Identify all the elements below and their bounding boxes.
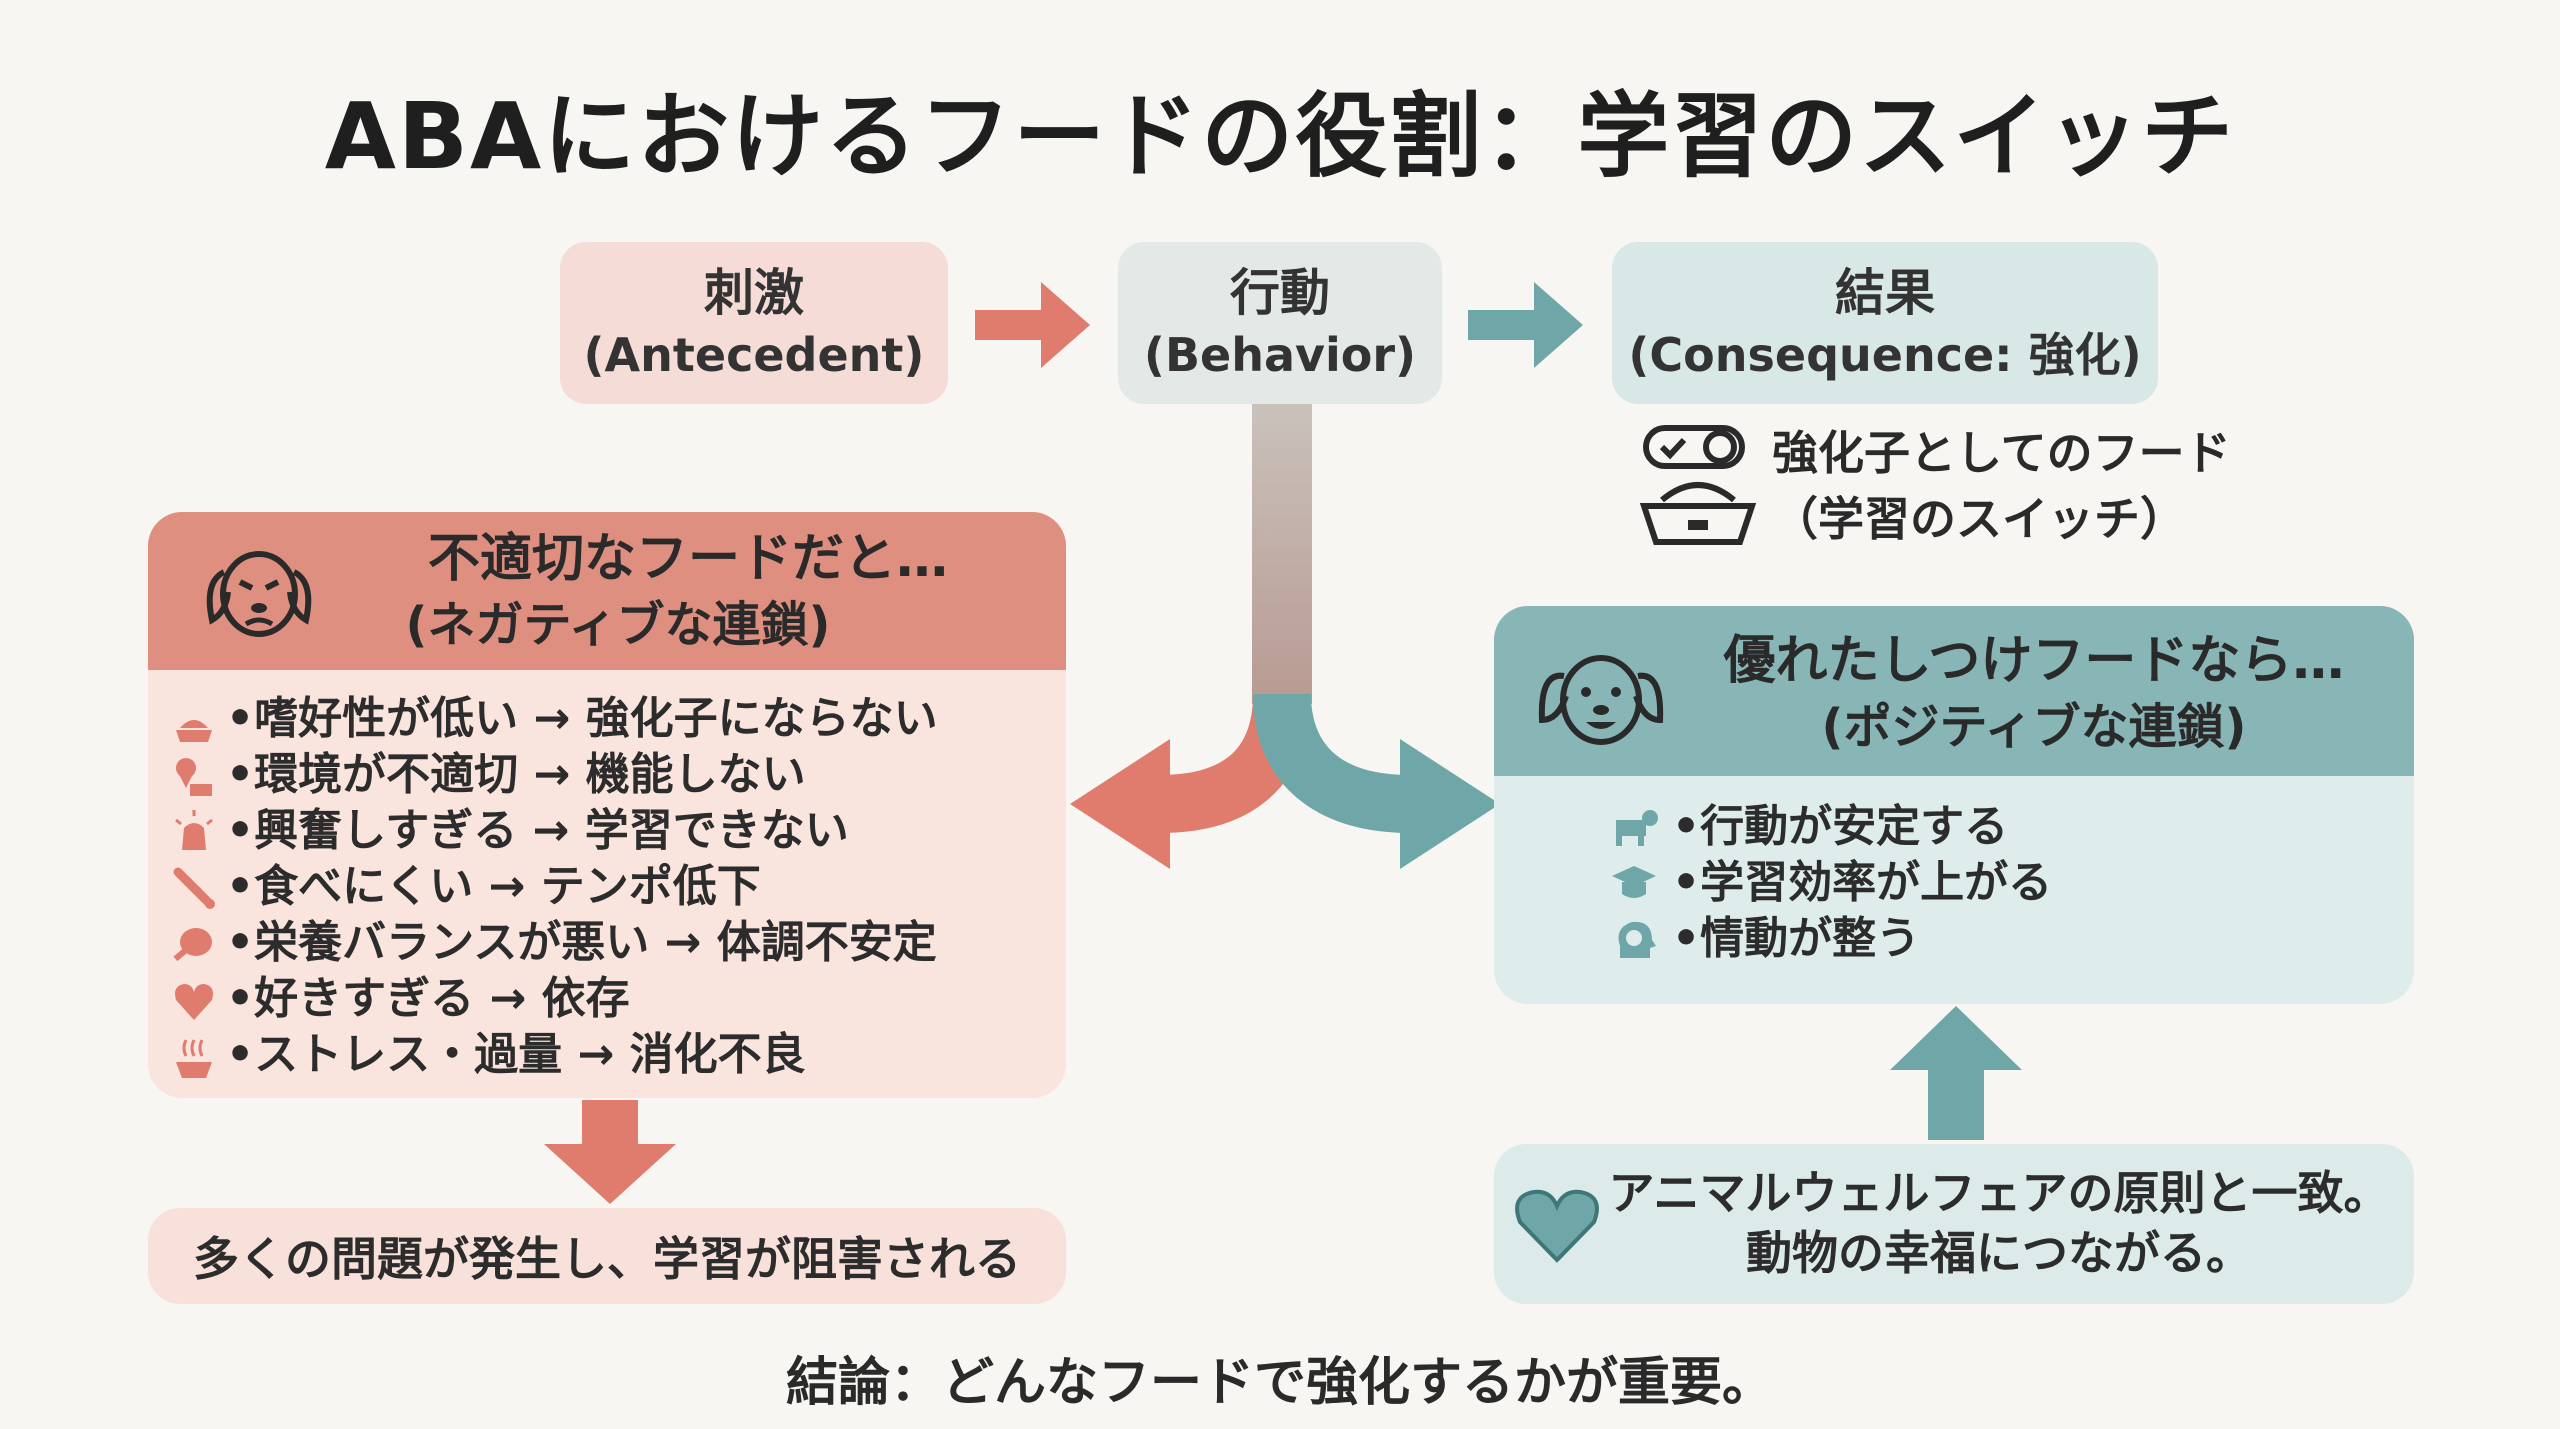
positive-result: アニマルウェルフェアの原則と一致。 動物の幸福につながる。 bbox=[1494, 1144, 2414, 1304]
negative-chain-header: 不適切なフードだと… (ネガティブな連鎖) bbox=[148, 512, 1066, 670]
heart-icon bbox=[175, 984, 213, 1020]
angry-dog-icon bbox=[206, 551, 312, 637]
negative-icons bbox=[173, 720, 215, 1078]
positive-heading: 優れたしつけフードなら… bbox=[1723, 631, 2345, 691]
behavior-box: 行動 (Behavior) bbox=[1118, 242, 1442, 404]
branch-arrow bbox=[1070, 404, 1500, 869]
negative-chain-panel: 不適切なフードだと… (ネガティブな連鎖) •嗜好性が低い → 強化子にならない… bbox=[148, 512, 1066, 1098]
brain-head-icon bbox=[1618, 921, 1656, 958]
positive-item-1: •行動が安定する bbox=[1672, 801, 2009, 852]
negative-item-2: •環境が不適切 → 機能しない bbox=[226, 749, 806, 800]
alarm-light-icon bbox=[175, 810, 213, 850]
positive-subheading: (ポジティブな連鎖) bbox=[1821, 699, 2247, 755]
heart-icon bbox=[1515, 1189, 1599, 1263]
negative-item-5: •栄養バランスが悪い → 体調不安定 bbox=[226, 917, 937, 968]
arrow-up-positive bbox=[1890, 1006, 2022, 1140]
page-title: ABAにおけるフードの役割：学習のスイッチ bbox=[324, 83, 2236, 190]
positive-result-line1: アニマルウェルフェアの原則と一致。 bbox=[1608, 1166, 2390, 1220]
reinforcer-sublabel: （学習のスイッチ） bbox=[1772, 492, 2186, 546]
positive-chain-panel: 優れたしつけフードなら… (ポジティブな連鎖) •行動が安定する •学習効率が上… bbox=[1494, 606, 2414, 1004]
reinforcer-text: 強化子としてのフード （学習のスイッチ） bbox=[1772, 420, 2231, 552]
antecedent-label: 刺激 bbox=[704, 264, 804, 322]
graduation-cap-icon bbox=[1612, 866, 1656, 898]
negative-subheading: (ネガティブな連鎖) bbox=[405, 597, 831, 653]
food-bowl-toggle-icon bbox=[1639, 425, 1757, 545]
behavior-sublabel: (Behavior) bbox=[1143, 328, 1417, 382]
antecedent-box: 刺激 (Antecedent) bbox=[560, 242, 948, 404]
negative-item-6: •好きすぎる → 依存 bbox=[226, 973, 630, 1024]
steaming-bowl-icon bbox=[176, 1039, 212, 1078]
dog-icon bbox=[1616, 810, 1658, 846]
bone-chew-icon bbox=[173, 867, 215, 909]
meat-icon bbox=[173, 928, 212, 962]
positive-item-2: •学習効率が上がる bbox=[1672, 857, 2053, 908]
conclusion: 結論：どんなフードで強化するかが重要。 bbox=[785, 1353, 1774, 1413]
negative-item-3: •興奮しすぎる → 学習できない bbox=[226, 805, 849, 856]
consequence-label: 結果 bbox=[1835, 264, 1935, 322]
antecedent-sublabel: (Antecedent) bbox=[583, 328, 925, 382]
arrow-down-negative bbox=[544, 1100, 676, 1204]
negative-item-4: •食べにくい → テンポ低下 bbox=[226, 861, 761, 912]
consequence-sublabel: (Consequence: 強化) bbox=[1628, 328, 2142, 382]
positive-item-3: •情動が整う bbox=[1672, 913, 1921, 964]
negative-heading: 不適切なフードだと… bbox=[427, 529, 948, 589]
negative-result: 多くの問題が発生し、学習が阻害される bbox=[148, 1208, 1066, 1304]
happy-dog-icon bbox=[1538, 655, 1664, 745]
positive-chain-header: 優れたしつけフードなら… (ポジティブな連鎖) bbox=[1494, 606, 2414, 776]
negative-item-7: •ストレス・過量 → 消化不良 bbox=[226, 1029, 806, 1080]
reinforcer-label: 強化子としてのフード bbox=[1772, 426, 2231, 480]
positive-result-line2: 動物の幸福につながる。 bbox=[1746, 1226, 2252, 1280]
location-pin-icon bbox=[176, 758, 212, 796]
positive-icons bbox=[1612, 810, 1658, 958]
behavior-label: 行動 bbox=[1230, 264, 1330, 322]
negative-item-1: •嗜好性が低い → 強化子にならない bbox=[226, 693, 938, 744]
arrow-antecedent-to-behavior bbox=[975, 282, 1090, 368]
consequence-box: 結果 (Consequence: 強化) bbox=[1612, 242, 2158, 404]
food-bowl-icon bbox=[176, 720, 212, 742]
arrow-behavior-to-consequence bbox=[1468, 282, 1583, 368]
